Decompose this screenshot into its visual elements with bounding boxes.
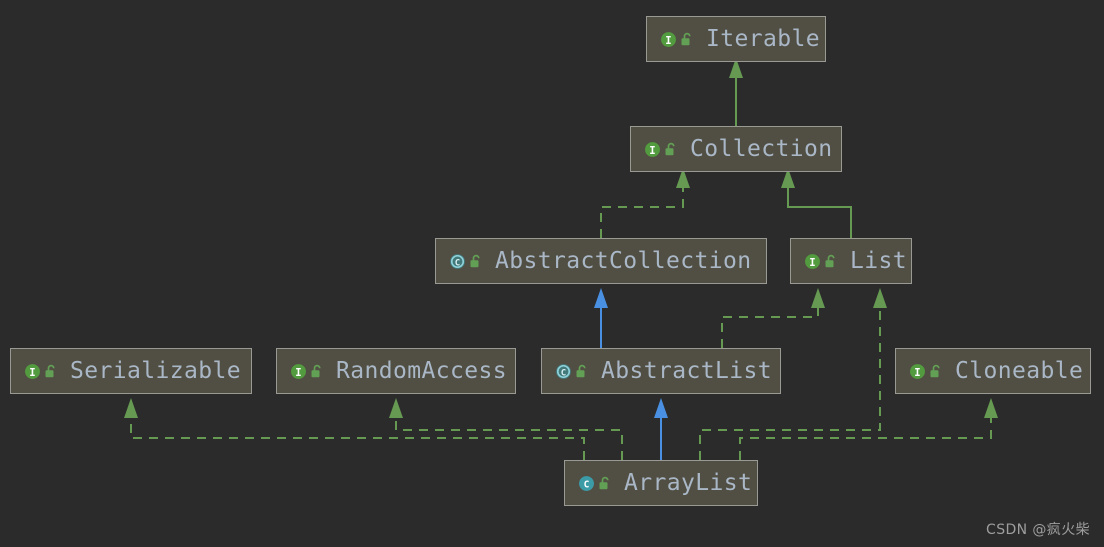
node-label: List [850, 247, 907, 274]
svg-text:I: I [665, 33, 671, 46]
abstract-class-icon: C [556, 363, 571, 379]
node-collection[interactable]: I Collection [630, 126, 842, 172]
public-lock-icon [576, 364, 586, 377]
node-arraylist[interactable]: C ArrayList [564, 460, 758, 506]
node-label: Collection [690, 135, 833, 162]
node-label: Serializable [70, 357, 241, 384]
node-icon-group: I [24, 363, 58, 380]
node-icon-group: C [449, 253, 483, 270]
svg-text:I: I [295, 365, 301, 378]
public-lock-icon [825, 254, 835, 267]
edge-arraylist-abstractlist [654, 398, 668, 460]
node-list[interactable]: I List [790, 238, 912, 284]
svg-text:C: C [455, 258, 460, 268]
node-cloneable[interactable]: I Cloneable [895, 348, 1091, 394]
node-icon-group: I [909, 363, 943, 380]
edge-abstractlist-list [721, 288, 825, 348]
node-label: Iterable [706, 25, 820, 52]
svg-text:I: I [809, 255, 815, 268]
public-lock-icon [930, 364, 940, 377]
public-lock-icon [681, 32, 691, 45]
public-lock-icon [599, 476, 609, 489]
node-serializable[interactable]: I Serializable [10, 348, 252, 394]
svg-text:I: I [29, 365, 35, 378]
svg-text:I: I [649, 143, 655, 156]
node-label: ArrayList [624, 469, 753, 496]
interface-icon: I [661, 31, 676, 47]
svg-text:I: I [914, 365, 920, 378]
node-abstractlist[interactable]: C AbstractList [541, 348, 781, 394]
edge-arraylist-serializable [124, 398, 585, 460]
class-icon: C [579, 475, 594, 491]
interface-icon: I [910, 363, 925, 379]
node-randomaccess[interactable]: I RandomAccess [276, 348, 516, 394]
interface-icon: I [291, 363, 306, 379]
edge-abstractcollection-collection [600, 168, 690, 238]
watermark: CSDN @疯火柴 [986, 522, 1090, 538]
node-label: AbstractList [601, 357, 772, 384]
abstract-class-icon: C [450, 253, 465, 269]
node-icon-group: I [804, 253, 838, 270]
svg-text:C: C [584, 479, 590, 490]
edge-arraylist-cloneable [739, 398, 998, 460]
edge-arraylist-randomaccess [389, 398, 623, 460]
public-lock-icon [311, 364, 321, 377]
node-label: Cloneable [955, 357, 1084, 384]
public-lock-icon [665, 142, 675, 155]
node-label: RandomAccess [336, 357, 507, 384]
node-label: AbstractCollection [495, 247, 752, 274]
edge-list-collection [781, 168, 852, 238]
interface-icon: I [645, 141, 660, 157]
svg-text:C: C [561, 368, 566, 378]
node-abstractcollection[interactable]: C AbstractCollection [435, 238, 767, 284]
public-lock-icon [45, 364, 55, 377]
node-icon-group: C [578, 475, 612, 492]
public-lock-icon [470, 254, 480, 267]
interface-icon: I [805, 253, 820, 269]
node-iterable[interactable]: I Iterable [646, 16, 826, 62]
node-icon-group: I [660, 31, 694, 48]
node-icon-group: C [555, 363, 589, 380]
interface-icon: I [25, 363, 40, 379]
node-icon-group: I [290, 363, 324, 380]
edge-abstractlist-abstractcollection [594, 288, 608, 348]
edge-collection-iterable [729, 58, 743, 126]
node-icon-group: I [644, 141, 678, 158]
